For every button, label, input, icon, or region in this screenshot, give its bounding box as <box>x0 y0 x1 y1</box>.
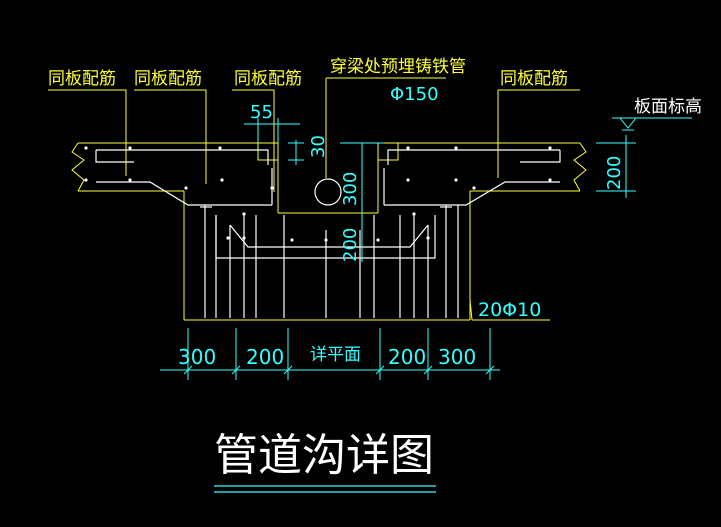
dim-200-left: 200 <box>246 345 284 369</box>
dim-300-vertical: 300 <box>340 172 361 206</box>
dim-300-right: 300 <box>438 345 476 369</box>
label-slab-elevation: 板面标高 <box>634 97 702 117</box>
dim-200-right: 200 <box>388 345 426 369</box>
rebar-dots <box>84 146 552 242</box>
label-same-slab-2: 同板配筋 <box>134 69 202 89</box>
rebar-lines <box>95 149 561 318</box>
dim-200-vertical: 200 <box>340 228 361 262</box>
label-embedded-pipe: 穿梁处预埋铸铁管 <box>330 57 466 77</box>
dim-55: 55 <box>250 102 273 123</box>
dim-200-slab: 200 <box>604 156 625 190</box>
dim-30: 30 <box>308 135 329 158</box>
concrete-outline <box>71 142 587 321</box>
label-same-slab-1: 同板配筋 <box>48 69 116 89</box>
leader-lines <box>48 77 580 321</box>
label-same-slab-3: 同板配筋 <box>234 69 302 89</box>
dimension-lines <box>160 117 692 380</box>
embedded-pipe-circle <box>314 178 342 206</box>
label-see-plan: 详平面 <box>310 345 361 365</box>
title-underline <box>214 485 436 493</box>
label-same-slab-4: 同板配筋 <box>500 69 568 89</box>
label-rebar-spec: 20Φ10 <box>478 299 541 321</box>
label-pipe-diameter: Φ150 <box>390 84 439 105</box>
drawing-title: 管道沟详图 <box>214 430 434 481</box>
dim-300-left: 300 <box>178 345 216 369</box>
